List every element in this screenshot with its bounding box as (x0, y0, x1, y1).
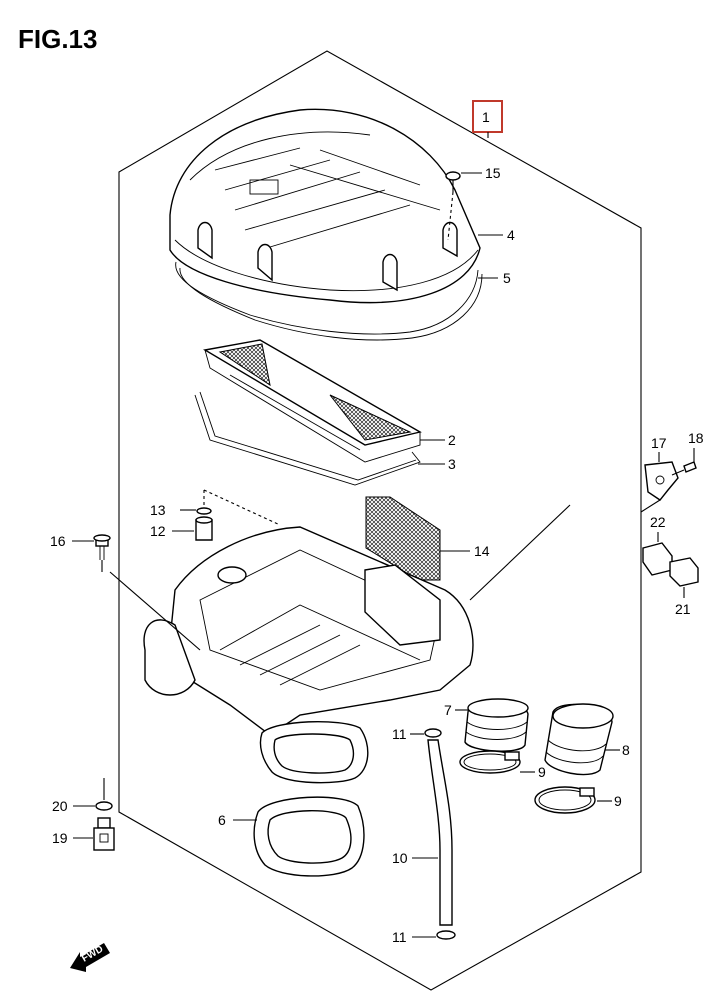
callout-8: 8 (622, 742, 630, 758)
callout-1: 1 (482, 109, 490, 125)
hose-clip-lower[interactable] (436, 930, 456, 940)
callout-19: 19 (52, 830, 68, 846)
callout-16: 16 (50, 533, 66, 549)
callout-18: 18 (688, 430, 704, 446)
cushion-and-washer[interactable] (195, 507, 213, 541)
callout-20: 20 (52, 798, 68, 814)
hose-clamp-2[interactable] (534, 786, 596, 814)
air-cleaner-case[interactable] (143, 526, 474, 736)
callout-15: 15 (485, 165, 501, 181)
bracket[interactable] (644, 461, 679, 501)
intake-duct-ring[interactable] (253, 796, 365, 877)
filter-seal[interactable] (194, 391, 421, 486)
drain-hose[interactable] (427, 739, 453, 926)
intake-temp-sensor[interactable] (93, 817, 115, 851)
cover-gasket[interactable] (175, 261, 483, 341)
mesh-screen[interactable] (365, 496, 441, 581)
intake-seal-ring[interactable] (259, 721, 369, 784)
cover-screw[interactable] (445, 171, 461, 192)
callout-11a: 11 (392, 726, 407, 742)
callout-11b: 11 (392, 929, 407, 945)
air-filter-element[interactable] (203, 339, 422, 463)
upper-cover[interactable] (169, 108, 481, 304)
callout-9a: 9 (538, 764, 546, 780)
callout-22: 22 (650, 514, 666, 530)
hose-clip-upper[interactable] (424, 728, 442, 738)
callout-7: 7 (444, 702, 452, 718)
assembly-outline (118, 50, 642, 991)
callout-13: 13 (150, 502, 166, 518)
callout-3: 3 (448, 456, 456, 472)
outlet-duct-2[interactable] (544, 703, 614, 776)
callout-12: 12 (150, 523, 166, 539)
o-ring[interactable] (95, 801, 113, 811)
figure-title: FIG.13 (18, 24, 98, 54)
callout-14: 14 (474, 543, 490, 559)
case-bolt[interactable] (93, 534, 111, 560)
callout-5: 5 (503, 270, 511, 286)
callout-4: 4 (507, 227, 515, 243)
connector[interactable] (669, 557, 699, 587)
fwd-direction-arrow: FWD (70, 943, 110, 972)
hose-clamp-1[interactable] (459, 750, 521, 774)
bracket-screw[interactable] (671, 461, 697, 476)
callout-2: 2 (448, 432, 456, 448)
callout-9b: 9 (614, 793, 622, 809)
callout-17: 17 (651, 435, 667, 451)
callout-21: 21 (675, 601, 691, 617)
connector-cover[interactable] (642, 542, 673, 576)
callout-10: 10 (392, 850, 408, 866)
callout-6: 6 (218, 812, 226, 828)
outlet-duct-1[interactable] (464, 698, 529, 752)
